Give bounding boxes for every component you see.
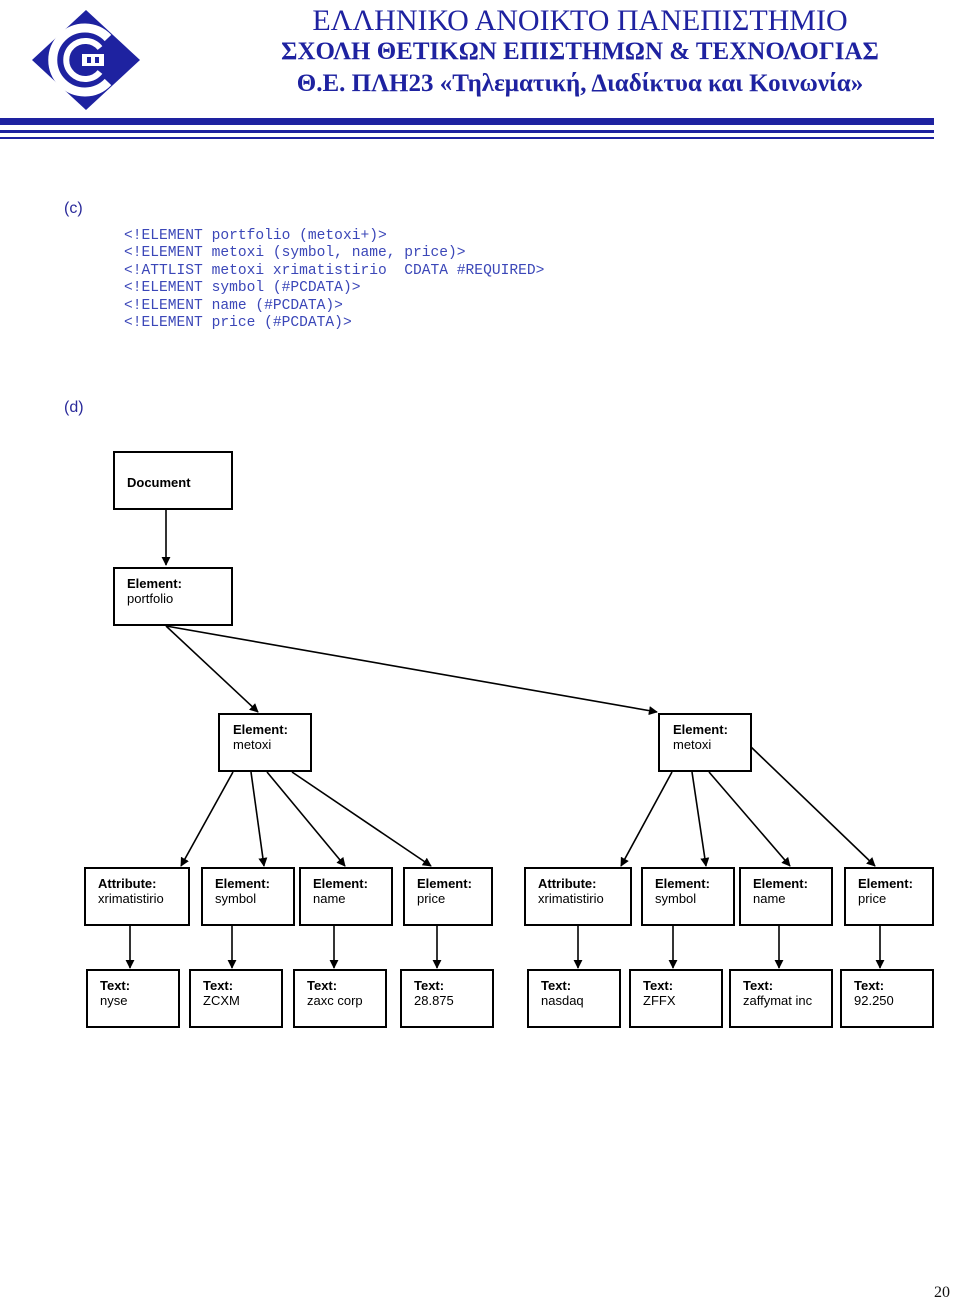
node-value: symbol [215,891,257,906]
text-node: Text: nasdaq [527,969,621,1028]
attribute-node: Attribute: xrimatistirio [84,867,190,926]
node-value: metoxi [233,737,272,752]
node-value: nyse [100,993,128,1008]
node-kind: Element: [673,722,728,737]
text-node: Text: ZFFX [629,969,723,1028]
node-value: metoxi [673,737,712,752]
course-title: Θ.Ε. ΠΛΗ23 «Τηλεματική, Διαδίκτυα και Κο… [296,70,864,97]
dtd-code-block: <!ELEMENT portfolio (metoxi+)> <!ELEMENT… [124,228,544,332]
node-value: name [753,891,786,906]
node-value: price [417,891,446,906]
attribute-node: Attribute: xrimatistirio [524,867,632,926]
text-node: Text: ZCXM [189,969,283,1028]
node-kind: Text: [100,978,131,993]
connector [691,771,710,867]
dtd-line: <!ELEMENT price (#PCDATA)> [124,315,352,332]
node-kind: Attribute: [538,876,597,891]
node-kind: Element: [655,876,710,891]
dtd-line: <!ELEMENT metoxi (symbol, name, price)> [124,245,466,262]
header-rule-thick [0,118,934,125]
university-logo [32,10,140,110]
connector [165,625,259,713]
connector [620,771,673,867]
price-node: Element: price [403,867,493,926]
node-value: zaffymat inc [743,993,813,1008]
node-value: portfolio [127,591,174,606]
school-title: ΣΧΟΛΗ ΘΕΤΙΚΩΝ ΕΠΙΣΤΗΜΩΝ & ΤΕΧΝΟΛΟΓΙΑΣ [281,38,879,65]
connector [291,771,432,867]
node-value: xrimatistirio [538,891,604,906]
text-node: Text: zaxc corp [293,969,387,1028]
node-kind: Text: [541,978,572,993]
text-node: Text: 28.875 [400,969,494,1028]
name-node: Element: name [299,867,393,926]
price-node: Element: price [844,867,934,926]
dtd-line: <!ELEMENT name (#PCDATA)> [124,297,343,314]
node-value: ZCXM [203,993,240,1008]
connector [250,771,268,867]
node-kind: Element: [417,876,472,891]
dtd-line: <!ELEMENT portfolio (metoxi+)> [124,228,387,244]
node-value: zaxc corp [307,993,363,1008]
connector [708,771,791,867]
section-c-label: (c) [64,200,83,217]
node-kind: Text: [643,978,674,993]
node-kind: Element: [313,876,368,891]
section-d-label: (d) [64,399,84,416]
node-kind: Element: [233,722,288,737]
node-value: symbol [655,891,697,906]
symbol-node: Element: symbol [201,867,295,926]
node-kind: Element: [753,876,808,891]
node-kind: Attribute: [98,876,157,891]
connector [266,771,346,867]
portfolio-node: Element: portfolio [113,567,233,626]
text-node: Text: zaffymat inc [729,969,833,1028]
node-value: 28.875 [414,993,454,1008]
text-node: Text: 92.250 [840,969,934,1028]
dtd-line: <!ELEMENT symbol (#PCDATA)> [124,280,361,297]
node-kind: Text: [414,978,445,993]
symbol-node: Element: symbol [641,867,735,926]
metoxi-node: Element: metoxi [658,713,752,772]
node-kind: Text: [203,978,234,993]
text-node: Text: nyse [86,969,180,1028]
node-kind: Element: [127,576,182,591]
name-node: Element: name [739,867,833,926]
node-value: nasdaq [541,993,584,1008]
header-rule-thin [0,137,934,139]
node-value: name [313,891,346,906]
node-value: ZFFX [643,993,676,1008]
dtd-line: <!ATTLIST metoxi xrimatistirio CDATA #RE… [124,262,545,279]
university-title: ΕΛΛΗΝΙΚΟ ΑΝΟΙΚΤΟ ΠΑΝΕΠΙΣΤΗΜΙΟ [312,4,848,37]
connector [180,771,234,867]
connector [749,745,876,867]
node-kind: Text: [307,978,338,993]
node-kind: Element: [215,876,270,891]
node-value: 92.250 [854,993,894,1008]
node-kind: Text: [854,978,885,993]
page-number: 20 [934,1284,950,1301]
node-kind: Text: [743,978,774,993]
node-value: price [858,891,887,906]
node-value: xrimatistirio [98,891,164,906]
document-node: Document [113,451,233,510]
header-rule-mid [0,130,934,133]
connector [165,625,658,716]
metoxi-node: Element: metoxi [218,713,312,772]
document-label: Document [127,475,191,490]
node-kind: Element: [858,876,913,891]
